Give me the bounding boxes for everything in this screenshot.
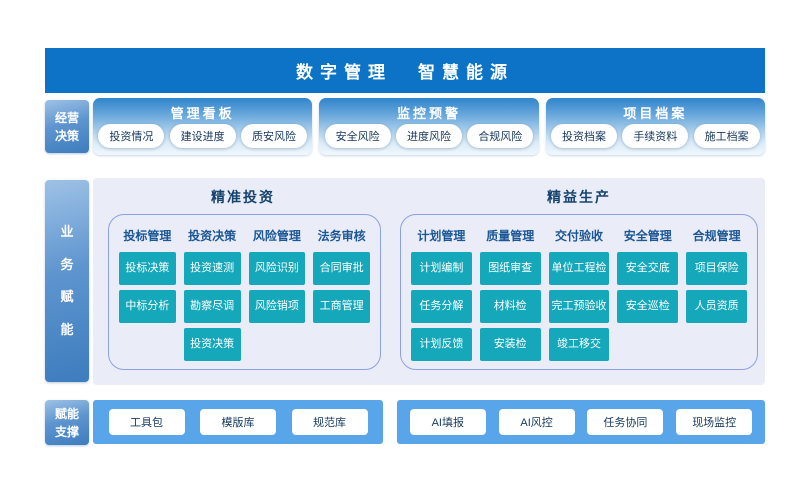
cell: 中标分析	[119, 290, 176, 323]
tool-button[interactable]: 模版库	[200, 409, 276, 435]
cell: 材料检	[479, 290, 541, 323]
cell: 计划反馈	[411, 328, 472, 361]
module-button[interactable]: 投资决策	[183, 328, 241, 361]
cell: 项目保险	[686, 252, 747, 285]
module-button[interactable]: 风险识别	[248, 252, 306, 285]
support-toolbar-left: 工具包模版库规范库	[93, 400, 383, 444]
pill-item[interactable]: 手续资料	[622, 124, 689, 148]
pill-item[interactable]: 建设进度	[169, 124, 236, 148]
module-button[interactable]: 任务分解	[411, 290, 472, 323]
module-button[interactable]: 单位工程检	[548, 252, 610, 285]
cell	[313, 328, 370, 361]
module-button[interactable]: 投标决策	[119, 252, 176, 285]
cell: 安全交底	[617, 252, 679, 285]
card-items: 投资情况建设进度质安风险	[93, 124, 312, 148]
cell: 合同审批	[313, 252, 370, 285]
column-header: 质量管理	[486, 228, 535, 243]
pill-item[interactable]: 合规风险	[467, 124, 534, 148]
module-button[interactable]: 勘察尽调	[183, 290, 241, 323]
tool-button[interactable]: AI风控	[498, 409, 575, 435]
cell: 图纸审查	[479, 252, 541, 285]
card-items: 投资档案手续资料施工档案	[546, 124, 765, 148]
cell: 完工预验收	[548, 290, 610, 323]
module-button[interactable]: 材料检	[479, 290, 541, 323]
module-button[interactable]: 安装检	[479, 328, 541, 361]
panel-box: 投标管理投标决策中标分析投资决策投资速测勘察尽调投资决策风险管理风险识别风险销项…	[108, 214, 381, 370]
panel-title: 精益生产	[547, 189, 611, 205]
cell: 单位工程检	[548, 252, 610, 285]
column-header: 计划管理	[417, 228, 466, 243]
module-button[interactable]: 项目保险	[686, 252, 747, 285]
module-button[interactable]: 中标分析	[119, 290, 176, 323]
column-header: 投资决策	[188, 228, 237, 243]
module-button[interactable]: 合同审批	[313, 252, 370, 285]
tool-button[interactable]: 现场监控	[676, 409, 753, 435]
module-button[interactable]: 投资速测	[183, 252, 241, 285]
column-header: 投标管理	[123, 228, 172, 243]
card-title: 管理看板	[170, 106, 235, 121]
page-title-banner: 数字管理 智慧能源	[45, 48, 765, 93]
cell: 竣工移交	[548, 328, 610, 361]
cell: 投资速测	[183, 252, 241, 285]
dashboard-card-1: 监控预警安全风险进度风险合规风险	[319, 98, 539, 155]
cell: 人员资质	[686, 290, 747, 323]
cell: 安全巡检	[617, 290, 679, 323]
tool-button[interactable]: AI填报	[409, 409, 486, 435]
cell: 投标决策	[119, 252, 176, 285]
card-title: 项目档案	[623, 106, 688, 121]
module-button[interactable]: 完工预验收	[548, 290, 610, 323]
module-button[interactable]: 计划反馈	[411, 328, 472, 361]
tag-business-decision: 经营 决策	[45, 100, 89, 153]
cell: 投资决策	[183, 328, 241, 361]
pill-item[interactable]: 进度风险	[395, 124, 462, 148]
cell: 任务分解	[411, 290, 472, 323]
column-header: 合规管理	[692, 228, 741, 243]
tag-business-enablement: 业 务 赋 能	[45, 180, 89, 382]
decision-sections: 管理看板投资情况建设进度质安风险监控预警安全风险进度风险合规风险项目档案投资档案…	[93, 98, 765, 155]
support-toolbar-right: AI填报 AI风控任务协同现场监控	[397, 400, 765, 444]
cell	[617, 328, 678, 361]
cell: 勘察尽调	[183, 290, 241, 323]
tool-button[interactable]: 规范库	[291, 409, 368, 435]
cell	[686, 328, 747, 361]
tool-button[interactable]: 工具包	[108, 409, 185, 435]
pill-item[interactable]: 施工档案	[693, 124, 760, 148]
card-title: 监控预警	[396, 106, 461, 121]
module-button[interactable]: 人员资质	[686, 290, 747, 323]
column-header: 法务审核	[317, 228, 366, 243]
panel-box: 计划管理计划编制任务分解计划反馈 质量管理图纸审查材料检安装检 交付验收单位工程检完…	[400, 214, 758, 370]
cell	[119, 328, 176, 361]
pill-item[interactable]: 质安风险	[240, 124, 307, 148]
cell: 风险识别	[248, 252, 306, 285]
module-button[interactable]: 计划编制	[411, 252, 472, 285]
tool-button[interactable]: 任务协同	[587, 409, 664, 435]
column-header: 风险管理	[252, 228, 301, 243]
panel-title: 精准投资	[211, 189, 275, 205]
banner-title-right: 智慧能源	[418, 63, 514, 82]
dashboard-card-0: 管理看板投资情况建设进度质安风险	[93, 98, 313, 155]
column-header: 安全管理	[623, 228, 672, 243]
column-header: 交付验收	[554, 228, 603, 243]
module-button[interactable]: 风险销项	[248, 290, 306, 323]
cell: 工商管理	[313, 290, 370, 323]
module-button[interactable]: 图纸审查	[479, 252, 541, 285]
cell: 计划编制	[411, 252, 472, 285]
module-button[interactable]: 安全巡检	[617, 290, 679, 323]
module-button[interactable]: 安全交底	[617, 252, 679, 285]
module-button[interactable]: 工商管理	[313, 290, 370, 323]
cell: 安装检	[479, 328, 541, 361]
pill-item[interactable]: 投资档案	[550, 124, 617, 148]
tag-enablement-support: 赋能 支撑	[45, 400, 89, 445]
business-enablement-panel: 精准投资投标管理投标决策中标分析投资决策投资速测勘察尽调投资决策风险管理风险识别…	[93, 178, 765, 385]
pill-item[interactable]: 投资情况	[98, 124, 165, 148]
pill-item[interactable]: 安全风险	[324, 124, 391, 148]
cell: 风险销项	[248, 290, 306, 323]
cell	[249, 328, 306, 361]
card-items: 安全风险进度风险合规风险	[319, 124, 538, 148]
module-button[interactable]: 竣工移交	[548, 328, 610, 361]
dashboard-card-2: 项目档案投资档案手续资料施工档案	[545, 98, 765, 155]
banner-title-left: 数字管理	[296, 63, 392, 82]
